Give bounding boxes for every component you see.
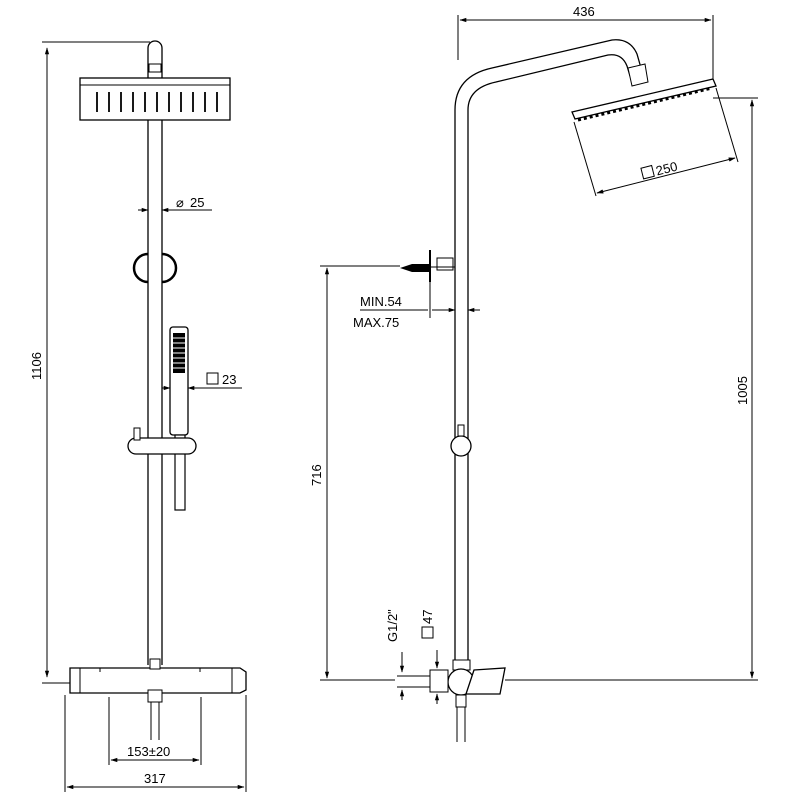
arm-projection-dimension: 436 <box>457 4 714 80</box>
head-height-dimension: 1005 <box>505 97 758 681</box>
bracket-height-dimension: 716 <box>309 265 400 681</box>
side-shower-head <box>571 63 717 122</box>
head-height-label: 1005 <box>735 376 750 405</box>
square-symbol <box>206 372 219 385</box>
side-riser-pipe <box>454 39 642 665</box>
handshower-size-label: 23 <box>222 372 236 387</box>
front-slider-holder <box>127 427 197 455</box>
side-mixer-body <box>397 659 506 742</box>
pipe-diameter-label: 25 <box>190 195 204 210</box>
front-riser-pipe <box>147 40 163 665</box>
thread-label: G1/2" <box>385 609 400 642</box>
square-symbol <box>421 626 434 639</box>
front-wall-bracket <box>132 252 178 284</box>
head-size-label: 250 <box>654 159 679 179</box>
body-width-dimension: 317 <box>64 695 247 792</box>
bracket-max-label: MAX.75 <box>353 315 399 330</box>
handshower-size-dimension: 23 <box>162 372 242 391</box>
side-view: 250 436 1005 <box>309 4 758 742</box>
arm-projection-label: 436 <box>573 4 595 19</box>
bracket-height-label: 716 <box>309 464 324 486</box>
side-slider-holder <box>450 424 472 457</box>
body-width-label: 317 <box>144 771 166 786</box>
body-size-dimension: 47 <box>420 610 440 704</box>
pipe-diameter-dimension: ⌀ 25 <box>138 195 212 213</box>
head-size-dimension: 250 <box>573 87 739 197</box>
front-shower-head <box>79 77 231 121</box>
front-handshower <box>169 326 189 511</box>
square-symbol <box>640 164 655 180</box>
overall-height-dimension: 1106 <box>29 41 150 684</box>
head-nozzles <box>96 92 218 112</box>
bracket-min-label: MIN.54 <box>360 294 402 309</box>
bracket-offset-dimension: MIN.54 MAX.75 <box>353 282 480 330</box>
body-size-label: 47 <box>420 610 435 624</box>
diameter-symbol: ⌀ <box>176 195 184 210</box>
thread-dimension: G1/2" <box>385 609 405 700</box>
side-wall-bracket <box>400 250 455 282</box>
front-view: ⌀ 25 23 <box>29 40 247 792</box>
inlet-spacing-dimension: 153±20 <box>108 697 202 765</box>
front-mixer-body <box>69 658 247 740</box>
overall-height-label: 1106 <box>29 352 44 380</box>
inlet-spacing-label: 153±20 <box>127 744 170 759</box>
